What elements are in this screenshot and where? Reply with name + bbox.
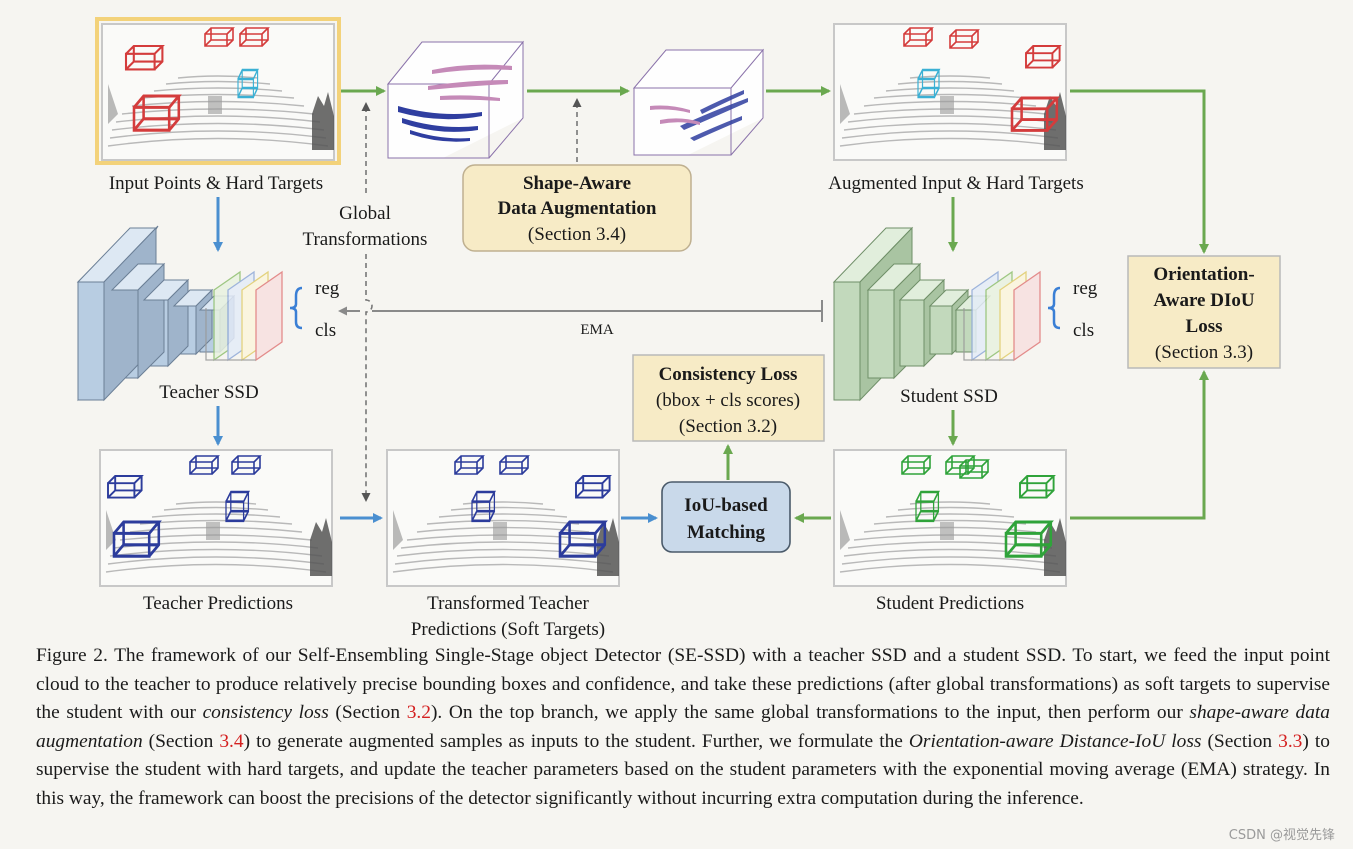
point-cloud-cuboid-2	[632, 48, 765, 156]
caption-emph-shape-aware: shape-aware data augmentation	[36, 702, 1330, 752]
watermark: CSDN @视觉先锋	[1226, 824, 1337, 843]
transformed-teacher-predictions-thumbnail	[386, 449, 620, 587]
caption-emph-orientation: Orientation-aware Distance-IoU loss	[908, 730, 1202, 752]
consistency-loss-box: Consistency Loss (bbox + cls scores) (Se…	[632, 354, 825, 442]
student-reg-label: reg	[1073, 278, 1098, 299]
augmented-input-thumbnail	[833, 23, 1067, 161]
global-transformations-label-2: Transformations	[303, 229, 428, 250]
svg-text:Matching: Matching	[687, 522, 766, 543]
figure-caption: Figure 2. The framework of our Self-Ense…	[36, 642, 1330, 814]
teacher-ssd-label: Teacher SSD	[159, 382, 258, 403]
augmented-input-label: Augmented Input & Hard Targets	[828, 173, 1083, 194]
caption-ref-3-4[interactable]: 3.4	[219, 730, 244, 752]
svg-text:Orientation-: Orientation-	[1153, 264, 1254, 285]
global-transform-down-arrow	[361, 254, 373, 502]
teacher-reg-label: reg	[315, 278, 340, 299]
student-output-bracket	[1047, 286, 1061, 330]
svg-text:Loss: Loss	[1186, 316, 1223, 337]
svg-text:IoU-based: IoU-based	[684, 495, 768, 516]
input-points-thumbnail	[95, 17, 341, 165]
caption-ref-3-3[interactable]: 3.3	[1278, 730, 1303, 752]
svg-text:(Section 3.4): (Section 3.4)	[528, 224, 626, 245]
framework-diagram: Input Points & Hard Targets	[76, 17, 1281, 640]
svg-text:Aware DIoU: Aware DIoU	[1153, 290, 1254, 311]
student-ssd-network	[832, 226, 1041, 402]
student-cls-label: cls	[1073, 320, 1094, 341]
input-points-label: Input Points & Hard Targets	[109, 173, 323, 194]
arrow-student-pred-to-diou	[1070, 370, 1209, 520]
svg-text:(bbox + cls scores): (bbox + cls scores)	[656, 390, 800, 411]
svg-text:Data Augmentation: Data Augmentation	[498, 198, 657, 219]
caption-text-2: (Section	[328, 702, 407, 724]
orientation-aware-diou-box: Orientation- Aware DIoU Loss (Section 3.…	[1127, 255, 1281, 369]
teacher-output-bracket	[289, 286, 303, 330]
svg-text:Consistency Loss: Consistency Loss	[659, 364, 798, 385]
global-transformations-label-1: Global	[339, 203, 391, 224]
teacher-predictions-thumbnail	[99, 449, 333, 587]
svg-text:(Section 3.3): (Section 3.3)	[1155, 342, 1253, 363]
iou-matching-box: IoU-based Matching	[661, 481, 791, 553]
caption-ref-3-2[interactable]: 3.2	[406, 702, 431, 724]
caption-text-5: ) to generate augmented samples as input…	[243, 730, 909, 752]
shape-aware-augmentation-box: Shape-Aware Data Augmentation (Section 3…	[462, 164, 692, 252]
caption-text-3: ). On the top branch, we apply the same …	[430, 702, 1190, 724]
teacher-cls-label: cls	[315, 320, 336, 341]
student-predictions-thumbnail	[833, 449, 1067, 587]
student-predictions-label: Student Predictions	[876, 593, 1024, 614]
ema-label: EMA	[580, 322, 614, 338]
caption-emph-consistency: consistency loss	[202, 702, 329, 724]
transformed-predictions-label-2: Predictions (Soft Targets)	[411, 619, 605, 640]
caption-text-7: ) to supervise the student with hard tar…	[36, 730, 1330, 809]
teacher-ssd-network	[76, 225, 283, 402]
svg-text:(Section 3.2): (Section 3.2)	[679, 416, 777, 437]
transformed-predictions-label-1: Transformed Teacher	[427, 593, 589, 614]
arrow-augmented-to-diou	[1070, 89, 1209, 254]
caption-text-4: (Section	[142, 730, 220, 752]
caption-text-1: Figure 2. The framework of our Self-Ense…	[36, 645, 1330, 724]
teacher-predictions-label: Teacher Predictions	[143, 593, 293, 614]
student-ssd-label: Student SSD	[900, 386, 998, 407]
svg-text:Shape-Aware: Shape-Aware	[523, 173, 631, 194]
caption-text-6: (Section	[1201, 730, 1279, 752]
point-cloud-cuboid-1	[386, 40, 525, 159]
